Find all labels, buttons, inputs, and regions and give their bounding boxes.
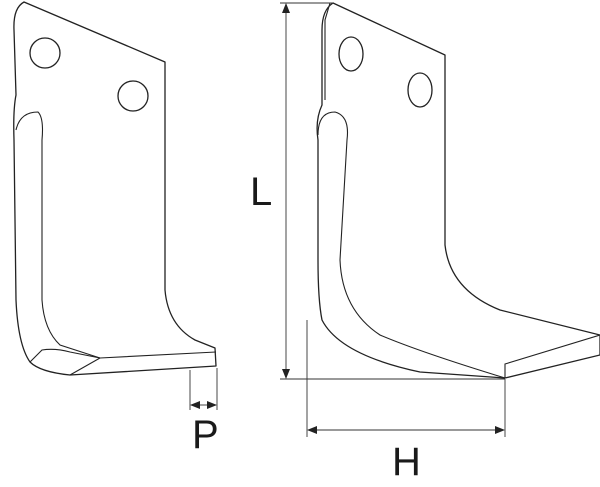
length-dimension: L bbox=[250, 2, 505, 380]
width-label: H bbox=[392, 440, 421, 484]
right-blade-front-view bbox=[316, 2, 600, 379]
mounting-hole-bottom bbox=[117, 80, 149, 112]
left-blade-side-view bbox=[13, 1, 217, 376]
mounting-hole-bottom bbox=[407, 72, 433, 108]
thickness-label: P bbox=[192, 413, 219, 457]
length-label: L bbox=[250, 170, 272, 214]
mounting-hole-top bbox=[29, 37, 61, 69]
thickness-dimension: P bbox=[189, 368, 219, 457]
width-dimension: H bbox=[306, 320, 506, 484]
mounting-hole-top bbox=[338, 36, 364, 72]
